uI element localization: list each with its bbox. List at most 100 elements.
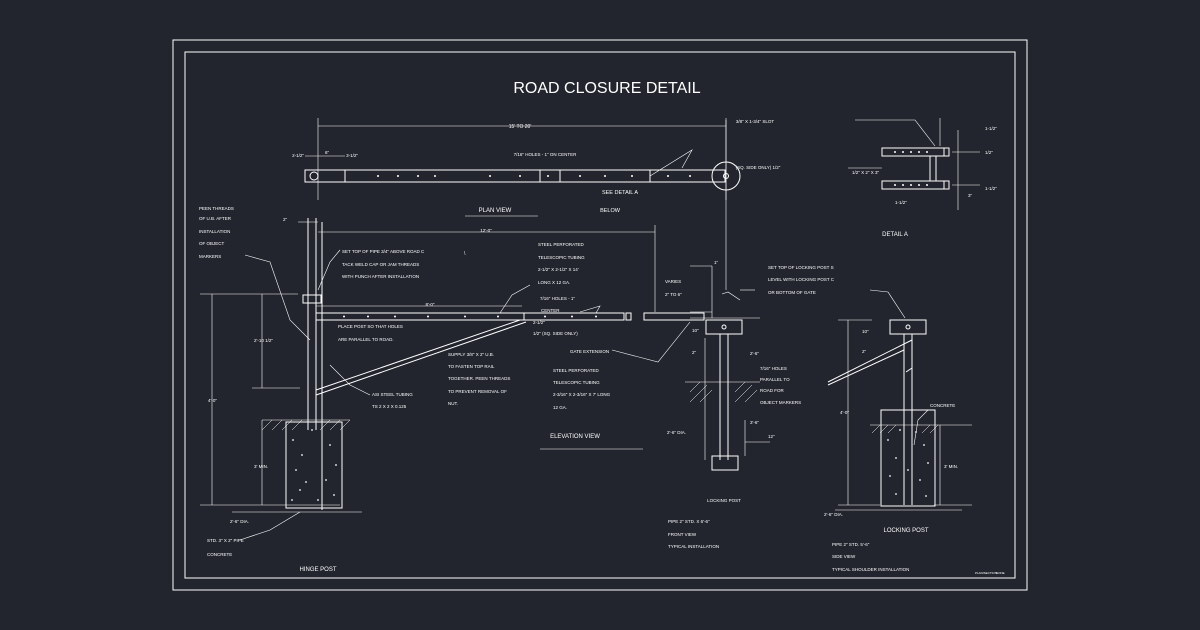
dim-label: 8'-0" — [426, 302, 435, 307]
elevation-view-label: ELEVATION VIEW — [550, 434, 600, 440]
plan-view-label: PLAN VIEW — [479, 208, 512, 214]
note-line: OR BOTTOM OF GATE — [768, 290, 816, 295]
dim-label: 4'-0" — [208, 398, 217, 403]
note-line: SUPPLY 3/8" X 2" U.B. — [448, 352, 494, 357]
note-line: TS 2 X 2 X 0.125 — [372, 404, 407, 409]
note-line: TO FASTEN TOP RAIL — [448, 364, 495, 369]
dim-label: 2" TO 6" — [665, 292, 682, 297]
plan-view: 15' TO 20' 2-1/2" 6" 3-1/2" 7/16" HOLES … — [292, 118, 781, 290]
dim-label: 2" — [692, 350, 697, 355]
note-line: 7/16" HOLES — [760, 366, 787, 371]
note-line: 2-3/16" X 2-3/16" X 7' LONG — [553, 392, 611, 397]
dim-label: 2'-6" DIA. — [824, 512, 843, 517]
note-line: OF OBJECT — [199, 241, 225, 246]
drawing-title: ROAD CLOSURE DETAIL — [513, 80, 700, 97]
detail-dim: 1-1/2" — [895, 200, 907, 205]
note-line: CONCRETE — [207, 552, 232, 557]
note-line: ROAD FOR — [760, 388, 785, 393]
dim-label: 2" — [862, 349, 867, 354]
detail-dim: 3" — [968, 193, 973, 198]
dim-label: 3'-6" — [750, 420, 759, 425]
note-line: TYPICAL INSTALLATION — [668, 544, 719, 549]
note-line: GATE EXTENSION — [570, 349, 609, 354]
dim-label: 12" — [768, 434, 775, 439]
locking-post-label: LOCKING POST — [883, 528, 928, 534]
dim-label: 3-1/2" — [346, 153, 358, 158]
note-line: PIPE 2" STD. X 6'-6" — [668, 519, 710, 524]
detail-a-label: DETAIL A — [882, 232, 908, 238]
locking-post-small-label: LOCKING POST — [707, 498, 741, 503]
title-block-text: NONE — [996, 571, 1005, 575]
note-line: OBJECT MARKERS — [760, 400, 801, 405]
note-line: STEEL PERFORATED — [553, 368, 600, 373]
note-line: STD. 3" X 2" PIPE — [207, 538, 244, 543]
slot-note: 3/8" X 1-3/4" SLOT — [736, 119, 774, 124]
dim-label: 2'-6" DIA. — [230, 519, 249, 524]
dim-label: 1" — [714, 260, 719, 265]
dim-label: 6" — [325, 150, 330, 155]
note-line: TELESCOPIC TUBING — [553, 380, 600, 385]
locking-post-front: 1" VARIES 2" TO 6" SET TOP OF LOCKING PO… — [665, 260, 835, 549]
note-line: PARALLEL TO — [760, 377, 790, 382]
note-line: MARKERS — [199, 254, 221, 259]
note-line: WITH PUNCH AFTER INSTALLATION — [342, 274, 419, 279]
dim-label: 2'-6" DIA. — [667, 430, 686, 435]
outer-border — [172, 39, 1028, 591]
dim-label: 4'-0" — [840, 410, 849, 415]
dim-label: 2-1/2" — [533, 320, 545, 325]
note-line: TACK WELD CAP OR JAM THREADS — [342, 262, 419, 267]
sq-side-note: (SQ. SIDE ONLY) 1/2" — [736, 165, 781, 170]
title-block-text: PLAN/SECTION — [975, 571, 997, 575]
holes-note: 7/16" HOLES - 1" ON CENTER — [514, 152, 577, 157]
note-line: 1/2" (SQ. SIDE ONLY) — [533, 331, 578, 336]
below-label: BELOW — [600, 208, 621, 214]
note-line: PEEN THREADS — [199, 206, 234, 211]
note-line: CONCRETE — [930, 403, 955, 408]
note-line: NUT. — [448, 401, 458, 406]
dim-label: 12'-0" — [480, 228, 492, 233]
detail-dim: 1/2" X 2" X 3" — [852, 170, 879, 175]
dim-label: 2" — [283, 217, 288, 222]
see-detail-a: SEE DETAIL A — [602, 190, 638, 196]
dim-label: 2'-6" — [750, 351, 759, 356]
detail-dim: 1/2" — [985, 150, 993, 155]
elevation-view: 2" 12'-0" SET TOP OF PIPE 3/4" ABOVE ROA… — [200, 217, 705, 573]
detail-dim: 1-1/2" — [985, 186, 997, 191]
note-line: TYPICAL SHOULDER INSTALLATION — [832, 567, 909, 572]
inner-border — [184, 51, 1016, 579]
note-line: SET TOP OF LOCKING POST S — [768, 265, 834, 270]
note-line: 12 GA. — [553, 405, 567, 410]
note-line: SIDE VIEW — [832, 554, 856, 559]
note-line: TOGETHER. PEEN THREADS — [448, 376, 510, 381]
note-line: LONG X 12 GA. — [538, 280, 570, 285]
note-line: PLACE POST SO THAT HOLES — [338, 324, 403, 329]
note-line: SET TOP OF PIPE 3/4" ABOVE ROAD C — [342, 249, 425, 254]
note-line: 7/16" HOLES - 1" — [540, 296, 575, 301]
note-line: TO PREVENT REMOVAL OF — [448, 389, 507, 394]
note-line: CENTER — [541, 308, 560, 313]
locking-post-side: 10" 2" 4'-0" CONCRETE 3' MIN. 2'-6" DIA.… — [824, 289, 972, 572]
dim-label: VARIES — [665, 279, 681, 284]
dim-label: 10" — [692, 328, 699, 333]
dim-label: 3' MIN. — [944, 464, 958, 469]
dim-label: 2'-10 1/2" — [254, 338, 273, 343]
note-line: 2-1/2" X 2-1/2" X 14' — [538, 267, 579, 272]
dim-label: 3' MIN. — [254, 464, 268, 469]
note-line: ARE PARALLEL TO ROAD. — [338, 337, 394, 342]
hinge-post-label: HINGE POST — [299, 567, 336, 573]
note-line: LEVEL WITH LOCKING POST C — [768, 277, 835, 282]
note-line: STEEL PERFORATED — [538, 242, 585, 247]
dim-label: 2-1/2" — [292, 153, 304, 158]
dim-overall: 15' TO 20' — [509, 124, 532, 130]
peen-note: PEEN THREADS OF U.B. AFTER INSTALLATION … — [199, 206, 311, 341]
note-line: INSTALLATION — [199, 229, 230, 234]
small-mark: \ — [464, 251, 466, 257]
note-line: OF U.B. AFTER — [199, 216, 232, 221]
note-line: FRONT VIEW — [668, 532, 697, 537]
dim-label: 10" — [862, 329, 869, 334]
note-line: PIPE 2" STD. 5'-6" — [832, 542, 870, 547]
detail-dim: 1-1/2" — [985, 126, 997, 131]
detail-a: 1-1/2" 1/2" 1-1/2" 3" 1-1/2" 1/2" X 2" X… — [848, 118, 997, 238]
note-line: TELESCOPIC TUBING — [538, 255, 585, 260]
